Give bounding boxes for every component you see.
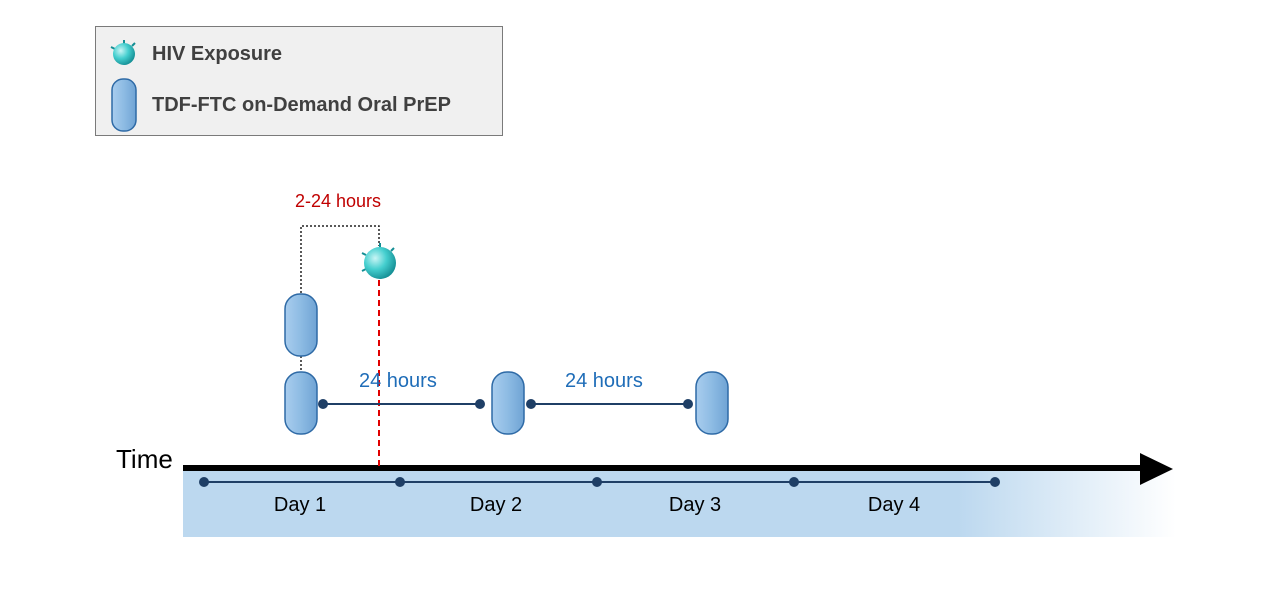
time-axis-label: Time: [116, 444, 173, 474]
day-label-1: Day 1: [273, 494, 327, 516]
day-tick-3: [789, 477, 799, 487]
interval-label-2: 24 hours: [565, 370, 643, 392]
pill-dose-1a: [284, 293, 318, 357]
legend-item-hiv-exposure: HIV Exposure: [96, 39, 282, 69]
day-label-2: Day 2: [469, 494, 523, 516]
interval-label-1: 24 hours: [359, 370, 437, 392]
time-axis-arrowhead: [1140, 453, 1173, 485]
pill-icon: [96, 77, 152, 133]
legend-item-oral-prep: TDF-FTC on-Demand Oral PrEP: [96, 77, 451, 133]
pill-dose-3: [695, 371, 729, 435]
interval-2-start-dot: [526, 399, 536, 409]
day-tick-1: [395, 477, 405, 487]
virus-icon: [96, 39, 152, 69]
day-tick-2: [592, 477, 602, 487]
window-label: 2-24 hours: [295, 191, 382, 211]
interval-1-end-dot: [475, 399, 485, 409]
legend-label-hiv-exposure: HIV Exposure: [152, 42, 283, 65]
window-bracket: [300, 225, 380, 293]
legend: HIV Exposure TDF-FTC on-Demand Oral PrEP: [95, 26, 503, 136]
pill-dose-1b: [284, 371, 318, 435]
day-tick-0: [199, 477, 209, 487]
legend-label-oral-prep: TDF-FTC on-Demand Oral PrEP: [152, 93, 451, 116]
day-tick-4: [990, 477, 1000, 487]
day-label-3: Day 3: [668, 494, 722, 516]
pill-dose-2: [491, 371, 525, 435]
interval-1-start-dot: [318, 399, 328, 409]
virus-icon: [361, 243, 396, 279]
day-label-4: Day 4: [867, 494, 921, 516]
interval-2-end-dot: [683, 399, 693, 409]
